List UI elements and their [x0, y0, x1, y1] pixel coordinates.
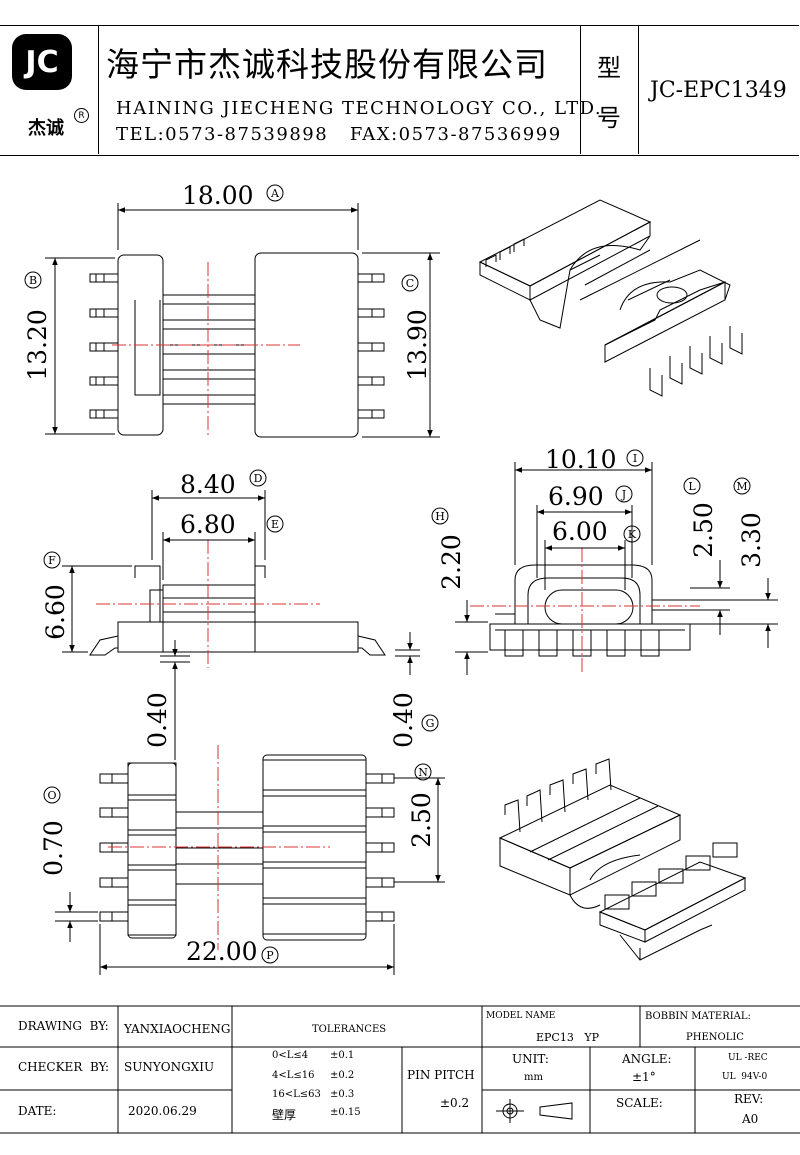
dim-n-letter: N	[418, 766, 428, 779]
dim-h-value: 2.20	[437, 534, 466, 590]
isometric-view-bottom	[498, 758, 747, 961]
logo-subtitle: 杰诚	[28, 118, 64, 139]
front-view	[89, 565, 386, 656]
dim-o-value: 0.70	[39, 820, 68, 876]
dim-g-letter: G	[426, 717, 435, 730]
top-view-pins-left	[89, 273, 119, 419]
dim-g-value: 0.40	[389, 692, 418, 748]
bottom-view-centerlines	[108, 745, 330, 950]
header-frame	[0, 25, 799, 156]
checker-by-label: CHECKER BY:	[18, 1060, 110, 1074]
dim-b-letter: B	[29, 274, 37, 287]
dim-d-letter: D	[254, 472, 263, 485]
unit-label: UNIT:	[512, 1052, 549, 1066]
registered-mark: R	[74, 108, 89, 123]
technical-drawing: 18.00 13.20 13.90 8.40 6.80 6.60 0.40 0.…	[23, 181, 778, 975]
side-view	[489, 564, 691, 657]
tolerance-range-1: 0<L≤4	[272, 1050, 309, 1061]
dim-l-value: 2.50	[689, 502, 718, 558]
projection-symbol	[496, 1099, 573, 1123]
header-divider-1	[98, 25, 99, 154]
ul-94v0: UL 94V-0	[722, 1072, 768, 1082]
rev-value: A0	[742, 1112, 759, 1126]
header-divider-3	[638, 25, 639, 154]
bottom-view-pins-right	[365, 773, 395, 922]
dim-e-letter: E	[271, 518, 279, 531]
tolerance-value-3: ±0.3	[330, 1089, 355, 1100]
dim-k-letter: K	[628, 528, 637, 541]
company-name-cn: 海宁市杰诚科技股份有限公司	[106, 45, 548, 84]
dimension-letters: A B C D E F G H I J K L M N O P	[24, 184, 751, 964]
dim-j-letter: J	[621, 488, 626, 501]
tolerance-range-2: 4<L≤16	[272, 1070, 315, 1081]
dim-040-value: 0.40	[143, 692, 172, 748]
dim-l-letter: L	[688, 480, 696, 493]
dim-j-value: 6.90	[548, 482, 604, 511]
dim-m-letter: M	[736, 480, 747, 493]
model-label-2: 号	[597, 104, 621, 132]
dim-p-value: 22.00	[186, 937, 258, 966]
dim-n-value: 2.50	[407, 792, 436, 848]
isometric-view-top	[478, 199, 743, 397]
scale-label: SCALE:	[616, 1096, 663, 1110]
dim-d-value: 8.40	[180, 470, 236, 499]
date-label: DATE:	[18, 1104, 57, 1118]
checker-by-value: SUNYONGXIU	[124, 1060, 215, 1074]
rev-label: REV:	[734, 1092, 764, 1106]
dim-f-letter: F	[48, 554, 56, 567]
company-name-en: HAINING JIECHENG TECHNOLOGY CO., LTD.	[116, 98, 603, 119]
dim-a-letter: A	[270, 187, 280, 200]
tolerance-range-3: 16<L≤63	[272, 1089, 321, 1100]
date-value: 2020.06.29	[128, 1104, 197, 1118]
dim-e-value: 6.80	[180, 510, 236, 539]
tolerance-value-1: ±0.1	[330, 1050, 355, 1061]
header-divider-2	[580, 25, 581, 154]
model-name-label: MODEL NAME	[486, 1011, 556, 1021]
angle-label: ANGLE:	[622, 1052, 672, 1066]
dim-i-letter: I	[633, 452, 637, 465]
dim-a-value: 18.00	[182, 181, 254, 210]
dim-c-letter: C	[406, 277, 414, 290]
logo-mark: JC	[25, 44, 59, 80]
dimension-labels: 18.00 13.20 13.90 8.40 6.80 6.60 0.40 0.…	[23, 181, 766, 966]
dim-h-letter: H	[435, 510, 445, 523]
pin-pitch-label: PIN PITCH	[407, 1068, 475, 1082]
top-view-centerlines	[112, 262, 300, 438]
angle-value: ±1°	[632, 1070, 656, 1084]
tolerances-label: TOLERANCES	[312, 1024, 387, 1035]
company-logo: JC	[12, 34, 72, 90]
bobbin-material-value: PHENOLIC	[686, 1032, 744, 1043]
side-view-centerlines	[470, 548, 700, 672]
bottom-view-pins-left	[99, 773, 129, 922]
dim-m-value: 3.30	[737, 512, 766, 568]
dim-o-letter: O	[47, 789, 56, 802]
dim-b-value: 13.20	[23, 309, 52, 381]
top-view-pins-right	[357, 273, 385, 419]
drawing-by-value: YANXIAOCHENG	[124, 1022, 231, 1036]
dim-p-letter: P	[266, 949, 274, 962]
ul-rec: UL -REC	[728, 1053, 768, 1063]
model-label-1: 型	[597, 54, 621, 82]
front-view-centerlines	[96, 540, 320, 668]
bobbin-material-label: BOBBIN MATERIAL:	[645, 1011, 751, 1022]
tolerance-value-2: ±0.2	[330, 1070, 355, 1081]
drawing-by-label: DRAWING BY:	[18, 1019, 109, 1033]
tolerance-range-4: 壁厚	[272, 1108, 297, 1122]
pin-pitch-value: ±0.2	[440, 1096, 470, 1110]
tolerance-value-4: ±0.15	[330, 1107, 361, 1118]
company-contact: TEL:0573-87539898 FAX:0573-87536999	[116, 124, 562, 145]
title-block-grid	[0, 1005, 800, 1134]
dim-f-value: 6.60	[41, 584, 70, 640]
unit-value: mm	[524, 1072, 543, 1083]
dim-i-value: 10.10	[545, 445, 617, 474]
dim-c-value: 13.90	[403, 309, 432, 381]
model-name-value: EPC13 YP	[536, 1031, 599, 1044]
model-number: JC-EPC1349	[650, 78, 787, 103]
dim-k-value: 6.00	[552, 517, 608, 546]
